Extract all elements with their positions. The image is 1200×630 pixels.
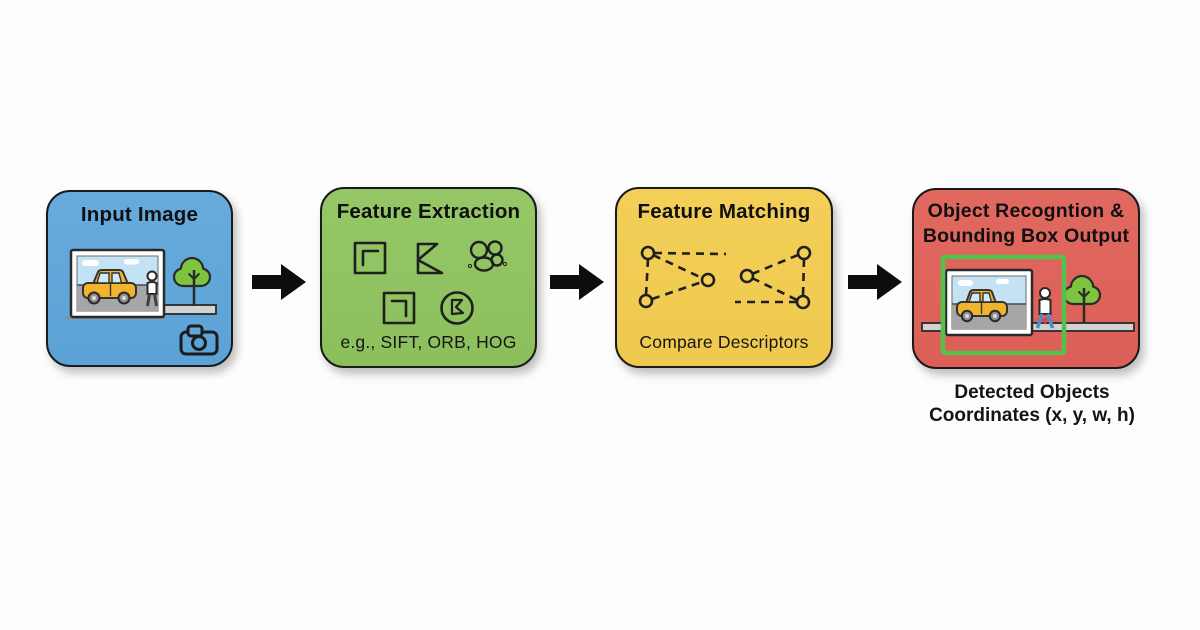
extraction-methods-caption: e.g., SIFT, ORB, HOG [340, 332, 517, 352]
pedestrian-icon [1035, 287, 1055, 329]
cloud-icon [996, 279, 1009, 284]
matching-graph-illustration [638, 245, 812, 310]
step-card-input-image: Input Image [46, 190, 233, 367]
feature-icons-row-1 [322, 236, 535, 280]
keypoint-feature-icon [440, 291, 474, 325]
output-caption-line1: Detected Objects [954, 382, 1110, 403]
car-icon [82, 269, 137, 305]
bounding-box-overlay [940, 254, 1067, 356]
blob-feature-icon [467, 240, 507, 272]
step-card-object-recognition: Object Recogntion & Bounding Box Output [912, 188, 1140, 369]
output-coordinates-label: Detected Objects Coordinates (x, y, w, h… [882, 381, 1182, 427]
flow-arrow-icon [252, 264, 306, 300]
flow-arrow-icon [550, 264, 604, 300]
step-title-feature-matching: Feature Matching [637, 200, 811, 223]
feature-icons-row-2 [322, 288, 535, 328]
car-icon [956, 289, 1008, 323]
camera-icon [179, 324, 219, 356]
compare-descriptors-caption: Compare Descriptors [639, 332, 809, 352]
corner-feature-icon [353, 241, 386, 275]
bag-accent [1041, 318, 1049, 325]
match-links [644, 251, 806, 304]
step-title-object-recognition: Object Recogntion & Bounding Box Output [922, 200, 1130, 247]
step-title-input-image: Input Image [80, 203, 199, 226]
cloud-icon [124, 259, 139, 265]
tree-icon [172, 256, 212, 306]
detection-output-illustration [921, 254, 1135, 356]
input-photo-illustration [65, 248, 217, 319]
tree-icon [1062, 274, 1102, 323]
sidewalk-strip [159, 304, 217, 315]
edge-feature-icon [416, 242, 443, 275]
pedestrian-icon [146, 270, 158, 307]
flow-arrow-icon [848, 264, 902, 300]
step-card-feature-matching: Feature Matching Compare Descrip [615, 187, 833, 368]
output-caption-line2: Coordinates (x, y, w, h) [929, 405, 1135, 427]
step-title-feature-extraction: Feature Extraction [336, 200, 521, 223]
cloud-icon [82, 260, 99, 266]
cloud-icon [958, 280, 973, 286]
patch-feature-icon [382, 291, 416, 325]
step-card-feature-extraction: Feature Extraction [320, 187, 537, 368]
keypoint-nodes [638, 245, 812, 310]
